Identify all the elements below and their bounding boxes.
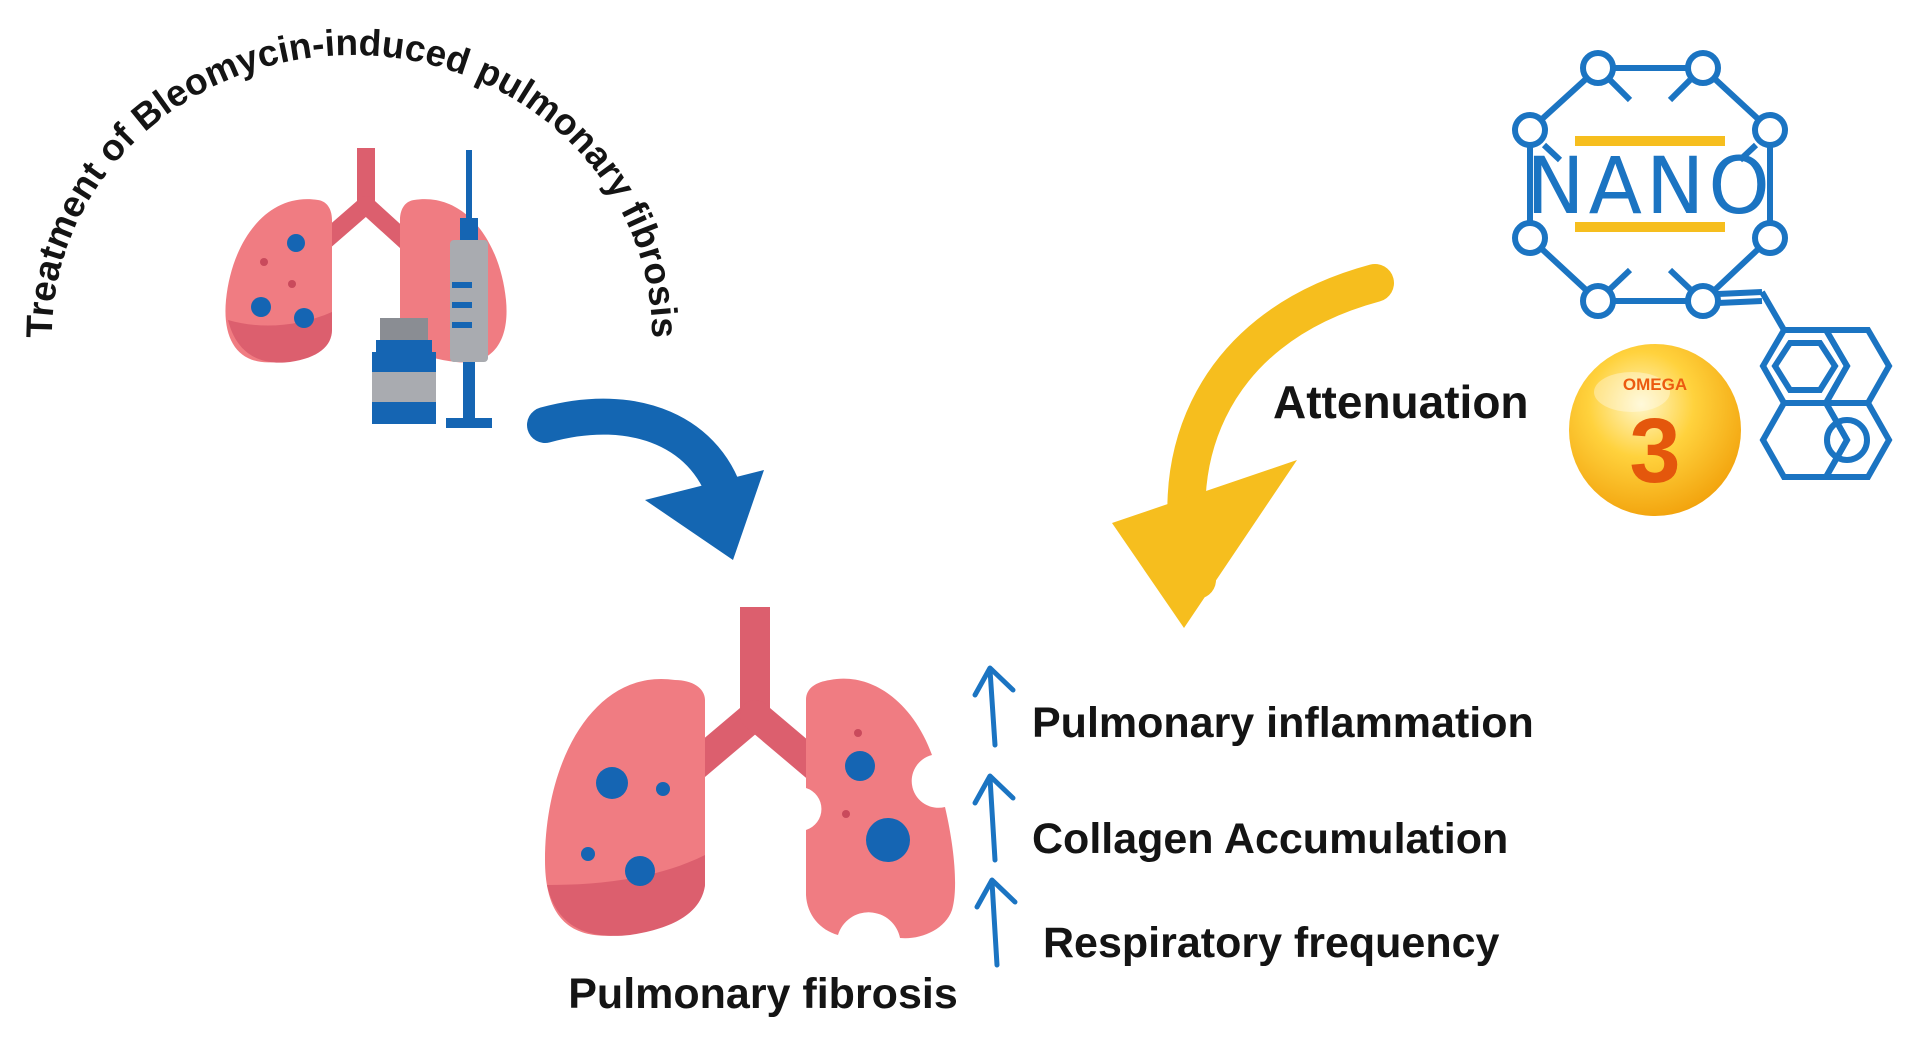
fibrotic-lungs-icon	[545, 607, 956, 939]
yellow-curved-arrow	[1112, 264, 1394, 628]
up-arrow-icon	[972, 773, 1016, 863]
vial-icon	[372, 318, 436, 424]
syringe-icon	[446, 150, 492, 428]
effect-label: Respiratory frequency	[1043, 919, 1500, 967]
up-arrow-icon	[974, 877, 1018, 968]
nano-label: NANO	[1526, 142, 1773, 232]
nano-bar-bottom	[1575, 222, 1725, 232]
effect-label: Pulmonary inflammation	[1032, 699, 1534, 747]
arc-title: Treatment of Bleomycin-induced pulmonary…	[19, 22, 685, 339]
omega-3-capsule-icon	[1569, 344, 1741, 516]
blue-curved-arrow	[527, 398, 764, 560]
nano-bar-top	[1575, 136, 1725, 146]
up-arrow-icon	[972, 665, 1016, 748]
effect-label: Collagen Accumulation	[1032, 815, 1508, 863]
attenuation-label: Attenuation	[1273, 376, 1529, 428]
increase-arrows	[972, 665, 1018, 968]
omega-label: OMEGA	[1623, 375, 1687, 394]
outcome-label: Pulmonary fibrosis	[568, 970, 957, 1018]
omega-number: 3	[1629, 400, 1680, 502]
nano-molecule-icon	[1512, 50, 1893, 480]
